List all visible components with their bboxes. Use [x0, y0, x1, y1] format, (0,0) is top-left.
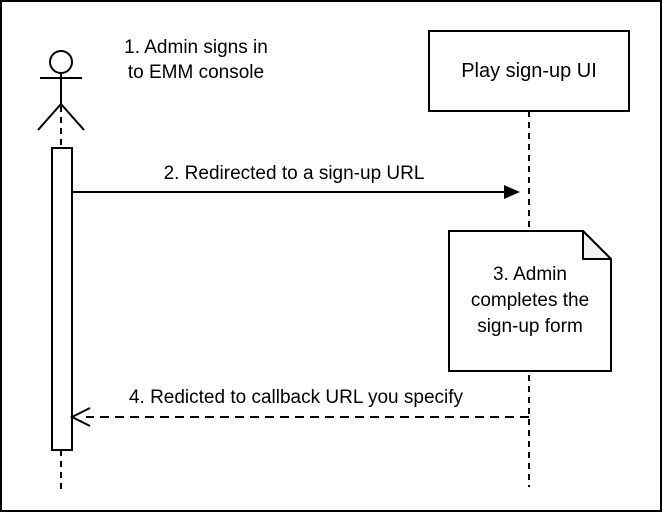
message-2-arrowhead — [504, 185, 520, 199]
message-4-open-arrowhead — [69, 407, 91, 427]
activation-bar — [51, 147, 73, 451]
actor-icon — [37, 50, 85, 148]
message-2-arrow — [72, 185, 520, 199]
note-body — [448, 230, 612, 372]
actor-left-leg — [37, 103, 62, 131]
actor-head — [49, 50, 73, 74]
participant-box-play — [428, 30, 630, 112]
step1-label: 1. Admin signs in to EMM console — [124, 37, 268, 83]
step3-note-label: 3. Admin completes the sign-up form — [470, 264, 590, 337]
step2-message-label: 2. Redirected to a sign-up URL — [163, 163, 425, 184]
note-shape — [448, 230, 612, 372]
actor-right-leg — [60, 103, 85, 131]
message-4-arrow — [69, 407, 529, 427]
participant-play-label: Play sign-up UI — [461, 59, 597, 82]
step4-message-label: 4. Redicted to callback URL you specify — [128, 387, 464, 408]
note-fold-corner — [582, 230, 612, 260]
